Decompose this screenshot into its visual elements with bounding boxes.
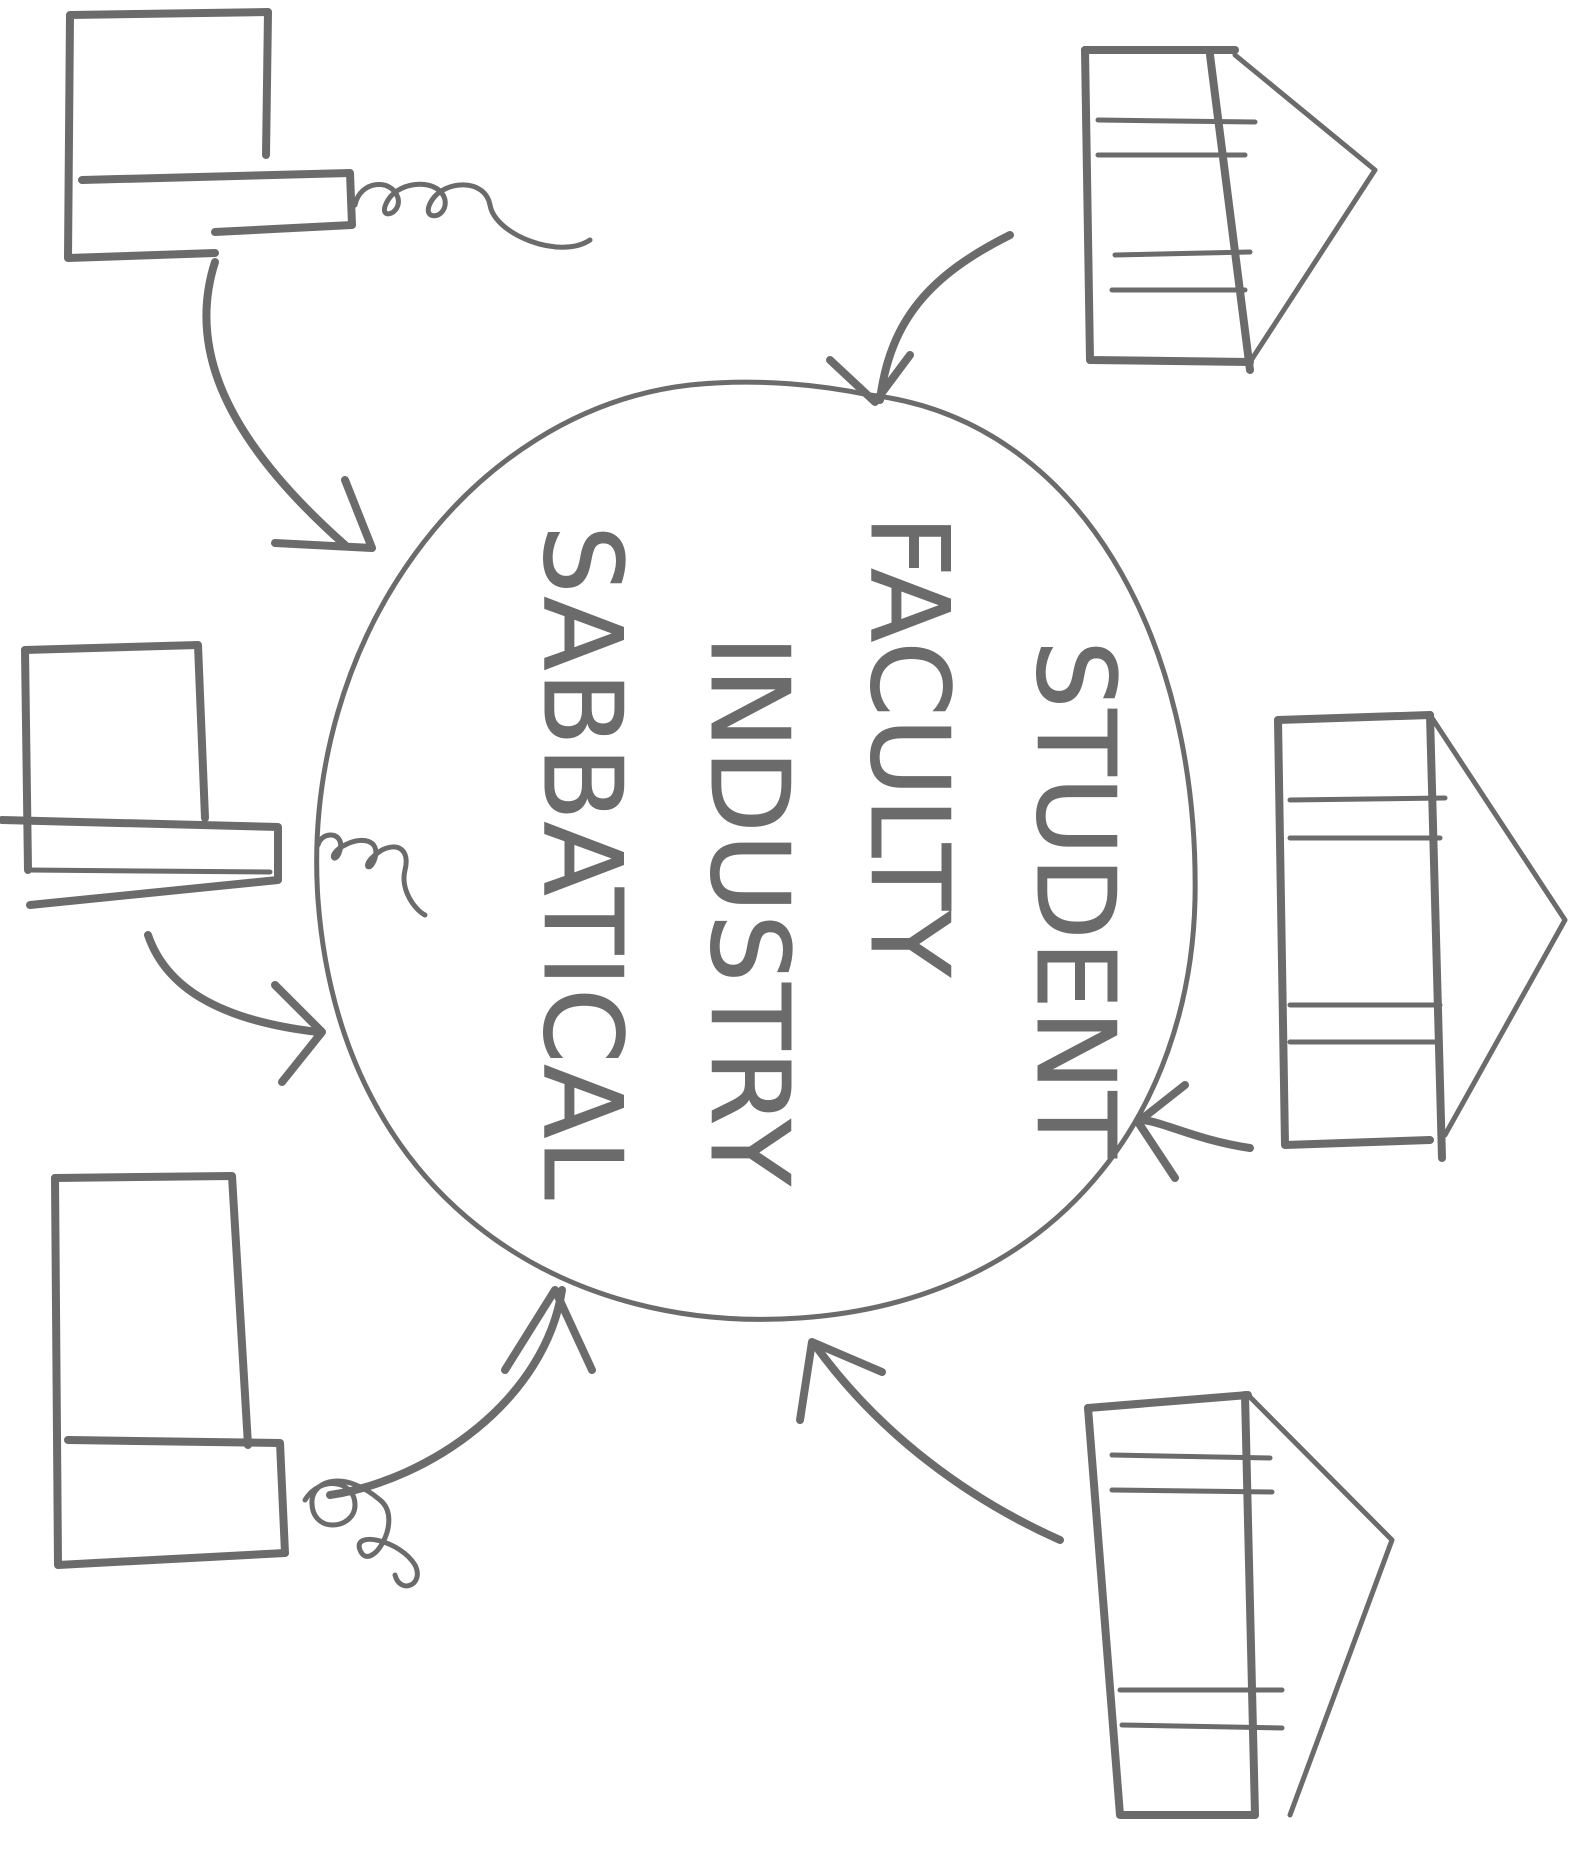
arrow-laptop-3 xyxy=(326,1286,596,1499)
arrow-building-3 xyxy=(796,1338,1064,1544)
laptop-icon xyxy=(64,8,593,262)
laptop-icon xyxy=(51,1172,420,1589)
arrow-building-1 xyxy=(826,231,1014,406)
building-icon xyxy=(1084,1391,1395,1819)
hub-labels: STUDENT FACULTY INDUSTRY SABBATICAL xyxy=(519,515,1138,1201)
label-student: STUDENT xyxy=(1012,640,1137,1159)
building-icon xyxy=(1274,711,1568,1162)
hub-circle xyxy=(314,379,1198,1322)
label-industry: INDUSTRY xyxy=(686,635,811,1187)
label-sabbatical: SABBATICAL xyxy=(519,525,644,1200)
laptop-icon xyxy=(0,641,428,918)
arrow-laptop-2 xyxy=(144,931,326,1086)
arrow-building-2 xyxy=(1134,1081,1254,1182)
label-faculty: FACULTY xyxy=(846,515,971,978)
arrow-laptop-1 xyxy=(202,258,376,552)
building-icon xyxy=(1081,46,1378,374)
